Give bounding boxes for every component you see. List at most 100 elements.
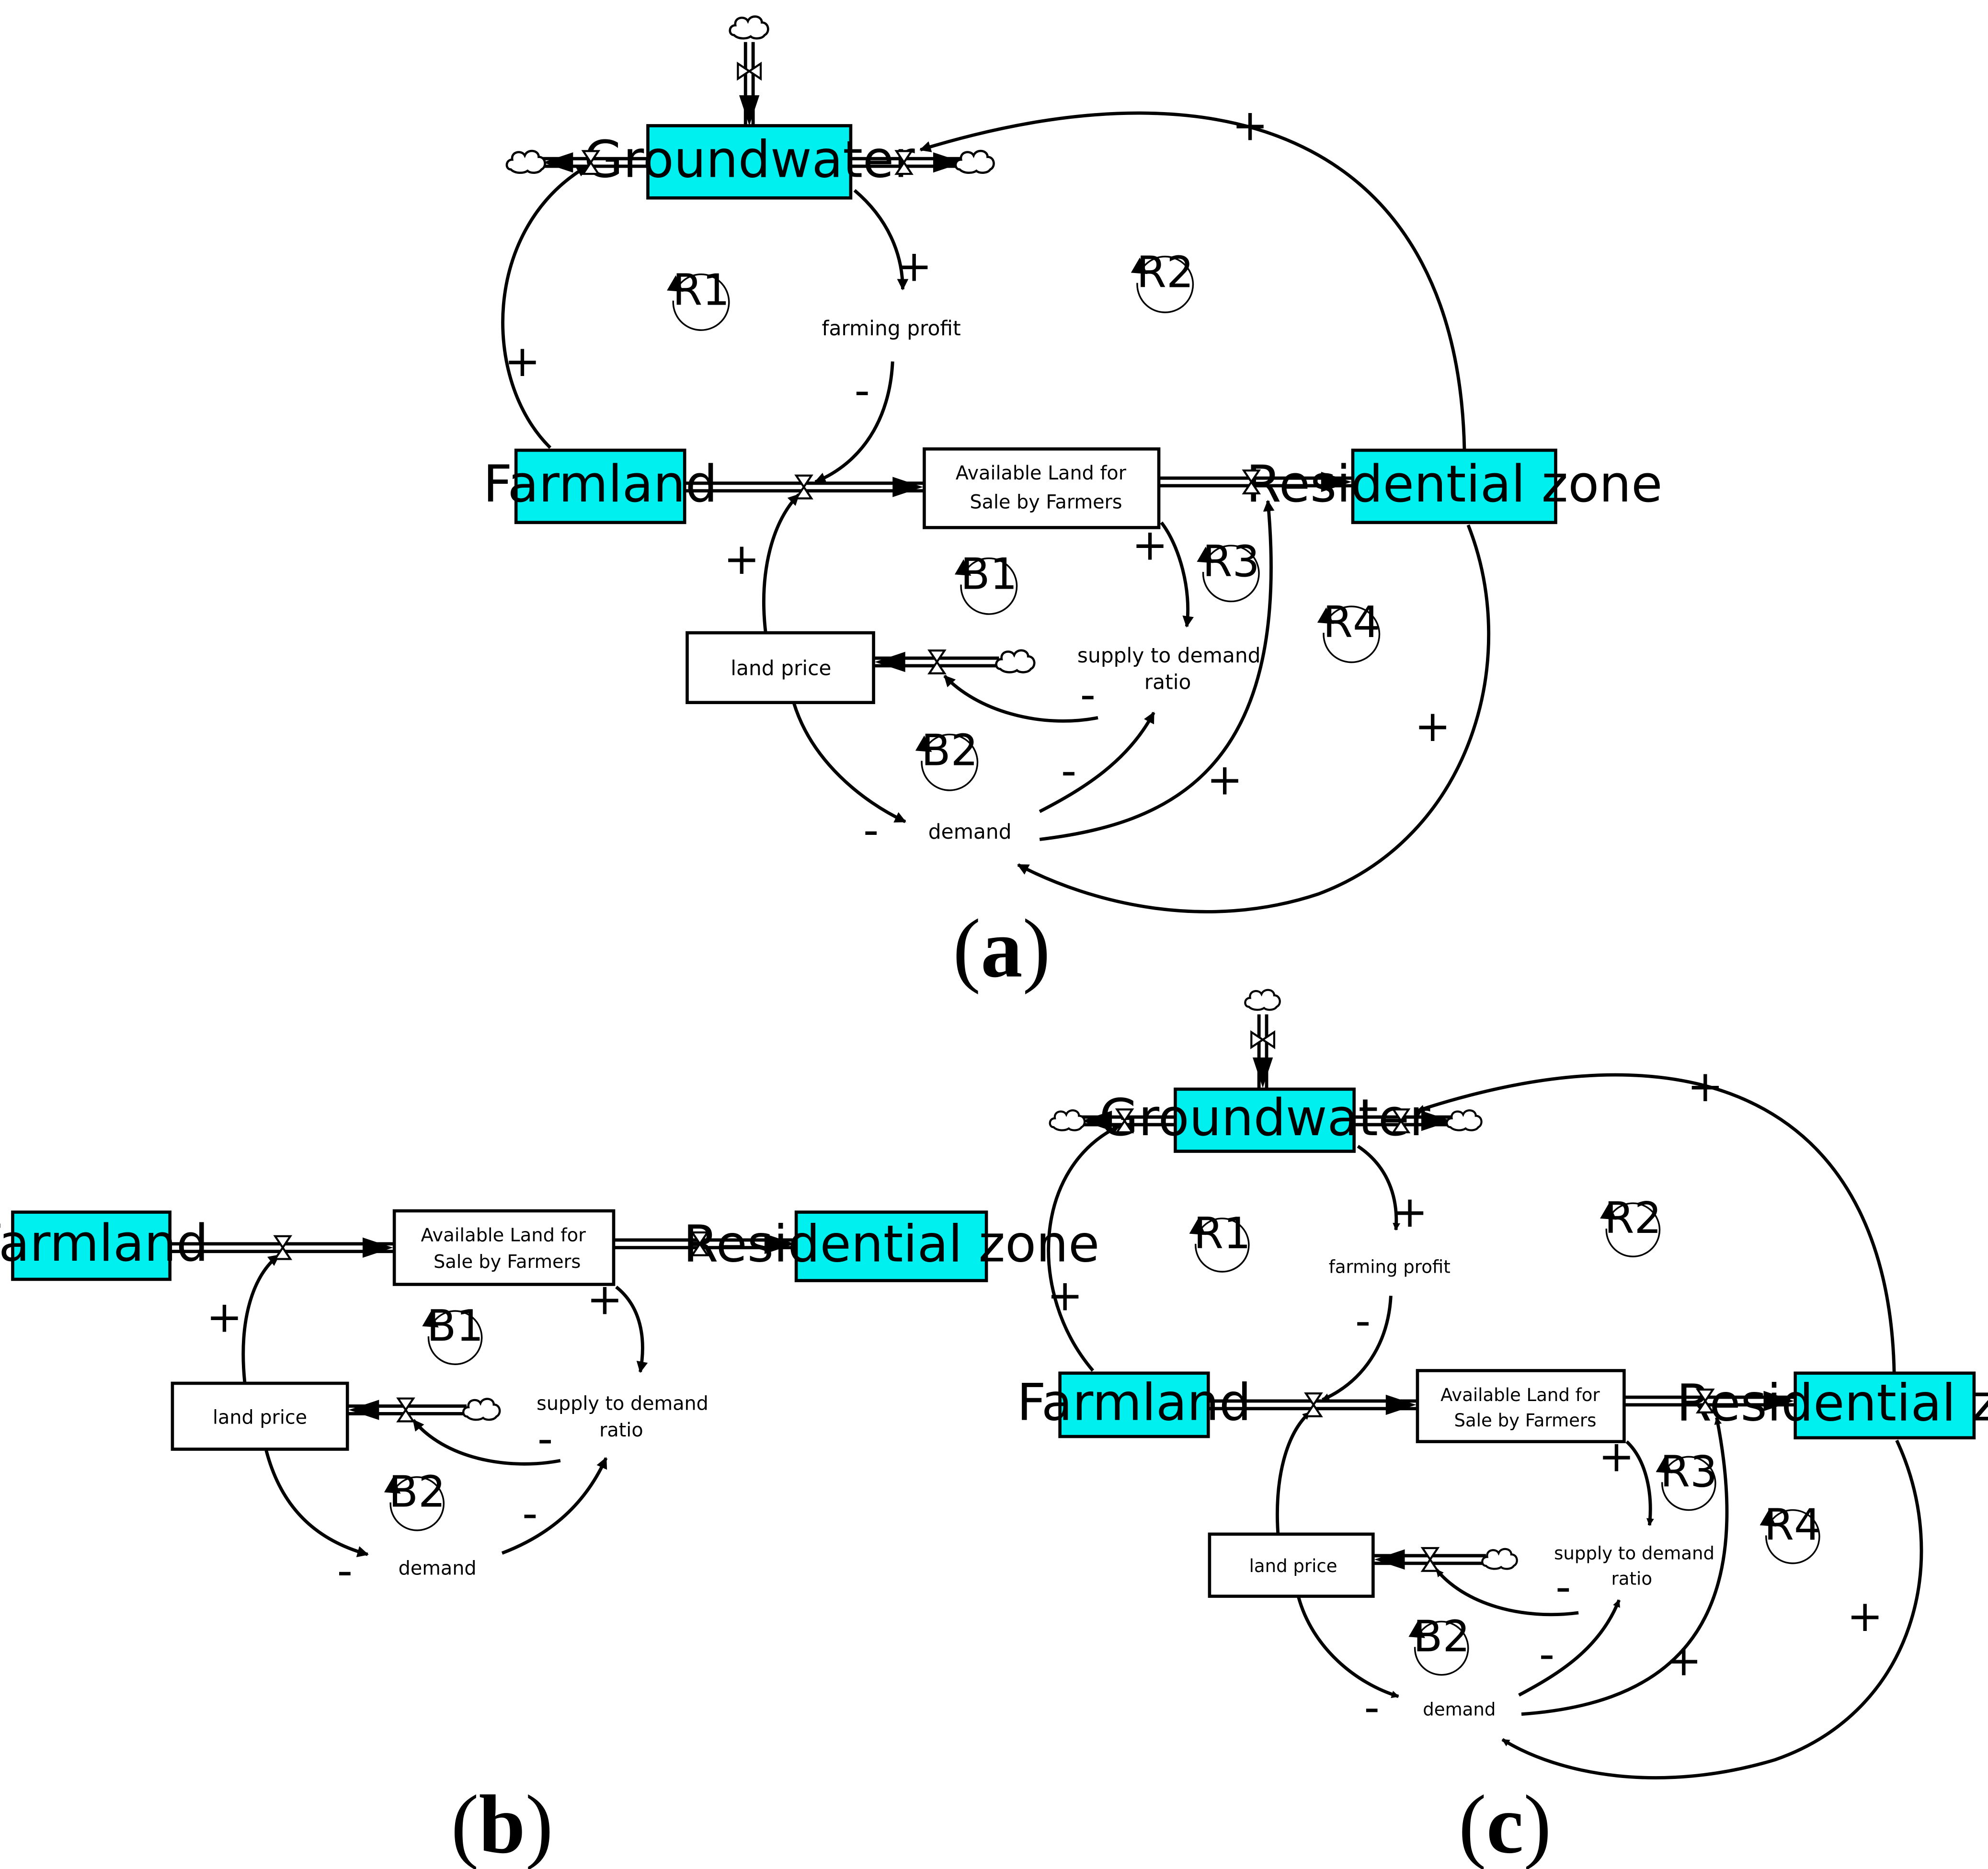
link-avail-supply-a	[1160, 521, 1194, 628]
pol-a4: +	[1232, 101, 1268, 151]
pol-a7: +	[724, 534, 760, 584]
link-demand-resvalve-a	[1039, 500, 1275, 841]
loop-r4-c-label: R4	[1764, 1500, 1822, 1550]
link-supply-valve-a	[943, 674, 1098, 723]
caption-letter: c	[1486, 1778, 1524, 1869]
caption-letter: b	[479, 1778, 526, 1869]
loop-arrow-icon	[954, 559, 971, 576]
land-price-box-c	[1208, 1532, 1375, 1598]
arrowhead-icon	[1252, 1057, 1273, 1088]
demand-c: demand	[1423, 1699, 1496, 1720]
cloud-icon	[954, 149, 995, 174]
link-price-demand-a	[792, 702, 906, 823]
cloud-icon	[1049, 1109, 1086, 1131]
cloud-shape	[995, 649, 1036, 673]
land-price-box-b	[171, 1381, 349, 1451]
pol-a11: +	[1415, 701, 1451, 752]
demand-a: demand	[928, 820, 1012, 843]
loop-r3-a: R3	[1197, 536, 1260, 603]
loop-arrow-icon	[1759, 1510, 1777, 1527]
valve-icon	[1242, 469, 1261, 495]
cloud-icon	[1446, 1109, 1483, 1131]
loop-arrow-icon	[1656, 1457, 1672, 1473]
loop-arc	[960, 557, 1018, 615]
loop-arrow-icon	[1131, 257, 1148, 274]
pol-a8: -	[863, 805, 879, 855]
cloud-icon	[1481, 1548, 1518, 1570]
available-land-box-b	[392, 1209, 616, 1286]
pol-c8: -	[1539, 1630, 1554, 1680]
pol-c7: -	[1364, 1683, 1379, 1733]
valve-icon	[1695, 1389, 1715, 1413]
link-res-demand-a	[1017, 524, 1490, 913]
arrowhead-icon	[1421, 1110, 1452, 1131]
loop-r4-c: R4	[1759, 1500, 1822, 1564]
groundwater-stock-a	[646, 124, 853, 200]
cloud-shape	[1481, 1548, 1518, 1570]
farming-profit-c: farming profit	[1329, 1257, 1451, 1277]
farmland-stock-b-label: Farmland	[0, 1214, 208, 1273]
loop-arc	[1195, 1218, 1250, 1273]
loop-arc	[921, 733, 979, 791]
loop-r3-c-label: R3	[1660, 1447, 1717, 1497]
arrowhead-icon	[875, 651, 905, 672]
groundwater-stock-c-label: Groundwater	[1099, 1088, 1430, 1147]
loop-arc	[1414, 1620, 1469, 1676]
loop-b2-c-label: B2	[1413, 1611, 1470, 1662]
loop-r4-a-label: R4	[1323, 597, 1380, 648]
caption-letter: a	[981, 902, 1022, 995]
loop-arrow-icon	[384, 1477, 401, 1494]
pol-a6: -	[1080, 670, 1096, 720]
land-price-label-c: land price	[1249, 1556, 1337, 1576]
arrowhead-icon	[933, 152, 964, 173]
loop-b2-b-label: B2	[388, 1467, 446, 1517]
pol-c6: -	[1555, 1562, 1571, 1612]
link-gw-profit-c	[1357, 1145, 1401, 1231]
pol-b5: -	[522, 1489, 537, 1539]
demand-b: demand	[399, 1557, 477, 1579]
residential-stock-a-label: Residential zone	[1246, 455, 1662, 513]
valve-icon	[1391, 1108, 1411, 1133]
supply-line2-a: ratio	[1144, 670, 1191, 694]
link-gw-profit-a	[853, 189, 909, 291]
caption-open: (	[953, 902, 981, 995]
supply-line1-c: supply to demand	[1554, 1543, 1714, 1564]
loop-b2-a: B2	[915, 725, 979, 791]
valve-icon	[581, 150, 601, 175]
cloud-shape	[462, 1398, 501, 1421]
pol-a9: -	[1061, 746, 1076, 796]
loop-b2-c: B2	[1408, 1611, 1470, 1676]
loop-b2-b: B2	[384, 1467, 446, 1531]
valve-icon	[1420, 1547, 1440, 1572]
arrowhead-icon	[1763, 1390, 1794, 1412]
loop-b1-b: B1	[422, 1301, 484, 1365]
pol-a5: +	[1132, 520, 1168, 570]
link-avail-supply-c	[1625, 1440, 1654, 1526]
valve-icon	[1304, 1392, 1323, 1417]
pol-c4: +	[1687, 1061, 1723, 1112]
loop-arrow-icon	[1197, 547, 1213, 563]
pol-b3: +	[206, 1292, 242, 1342]
groundwater-stock-c	[1174, 1087, 1356, 1153]
cloud-shape	[954, 149, 995, 174]
link-avail-supply-b	[615, 1286, 648, 1373]
caption-close: )	[526, 1778, 553, 1869]
arrowhead-icon	[1321, 471, 1352, 492]
supply-line2-b: ratio	[599, 1419, 643, 1441]
link-supply-valve-c	[1435, 1568, 1579, 1617]
available-line1-b: Available Land for	[421, 1224, 586, 1246]
loop-b1-a: B1	[954, 549, 1018, 615]
cloud-shape	[1446, 1109, 1483, 1131]
loop-arrow-icon	[915, 735, 932, 752]
farmland-stock-b	[11, 1210, 171, 1281]
loop-b2-a-label: B2	[921, 725, 978, 775]
loop-r2-c-label: R2	[1604, 1193, 1662, 1243]
land-price-label-b: land price	[213, 1407, 307, 1429]
arrowhead-icon	[739, 95, 760, 126]
link-demand-resvalve-c	[1521, 1416, 1729, 1716]
residential-stock-b-label: Residential zone	[683, 1215, 1099, 1274]
residential-stock-a	[1351, 448, 1557, 524]
pol-b1: +	[587, 1274, 623, 1324]
loop-r2-a-label: R2	[1136, 248, 1194, 298]
residential-stock-c	[1794, 1371, 1976, 1440]
